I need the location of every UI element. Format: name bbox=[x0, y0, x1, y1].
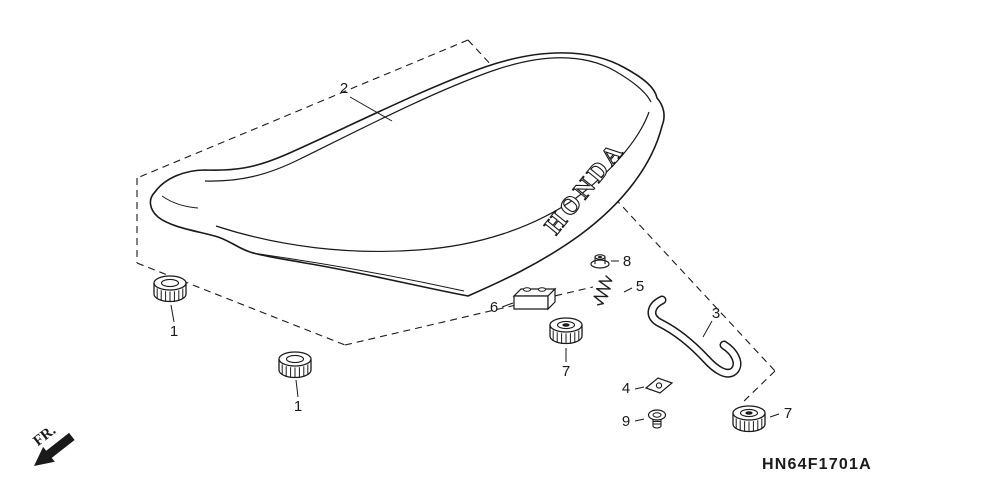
callout-2: 2 bbox=[340, 80, 348, 97]
part-9-bolt bbox=[647, 409, 667, 429]
callout-8: 8 bbox=[623, 253, 631, 270]
callout-1a: 1 bbox=[170, 323, 178, 340]
part-8-nut bbox=[590, 254, 610, 269]
callout-6: 6 bbox=[490, 299, 498, 316]
leader-line-9 bbox=[634, 418, 645, 422]
part-1-grommet-front bbox=[153, 275, 187, 303]
diagram-code: HN64F1701A bbox=[762, 456, 872, 473]
dashed-edge-bottom-left bbox=[136, 262, 346, 346]
callout-4: 4 bbox=[622, 380, 630, 397]
dashed-edge-bottom bbox=[344, 286, 594, 346]
callout-9: 9 bbox=[622, 413, 630, 430]
callout-3: 3 bbox=[712, 305, 720, 322]
part-6-seat-stopper bbox=[512, 287, 557, 311]
leader-line-1a bbox=[170, 304, 175, 323]
leader-line-5 bbox=[623, 287, 633, 293]
part-4-clip bbox=[644, 377, 674, 394]
callout-7b: 7 bbox=[784, 405, 792, 422]
callout-7a: 7 bbox=[562, 363, 570, 380]
fr-direction-arrow: FR. bbox=[30, 422, 75, 466]
seat-nose-detail-line bbox=[161, 195, 199, 209]
leader-lines bbox=[170, 96, 780, 422]
dashed-edge-right-tail bbox=[741, 370, 776, 404]
seat-bottom-edge-line bbox=[251, 252, 465, 292]
seat-body: HONDA bbox=[149, 52, 665, 297]
callout-1b: 1 bbox=[294, 398, 302, 415]
seat-top-seam-line bbox=[204, 57, 652, 182]
leader-line-3 bbox=[702, 320, 713, 338]
callout-5: 5 bbox=[636, 278, 644, 295]
leader-line-7b bbox=[769, 413, 780, 418]
seat-side-seam-line bbox=[215, 111, 650, 253]
leader-line-1b bbox=[295, 379, 299, 398]
seat-outline bbox=[149, 52, 665, 297]
leader-line-4 bbox=[634, 386, 645, 390]
fr-arrow-shape bbox=[34, 432, 75, 466]
part-7-rubber-mount-left bbox=[549, 317, 583, 345]
part-7-rubber-mount-right bbox=[732, 405, 766, 433]
part-1-grommet-rear bbox=[278, 351, 312, 379]
leader-line-2 bbox=[349, 96, 393, 122]
leader-line-6 bbox=[501, 302, 514, 308]
part-5-spring bbox=[593, 275, 613, 306]
part-3-seat-hook-band bbox=[647, 295, 742, 378]
